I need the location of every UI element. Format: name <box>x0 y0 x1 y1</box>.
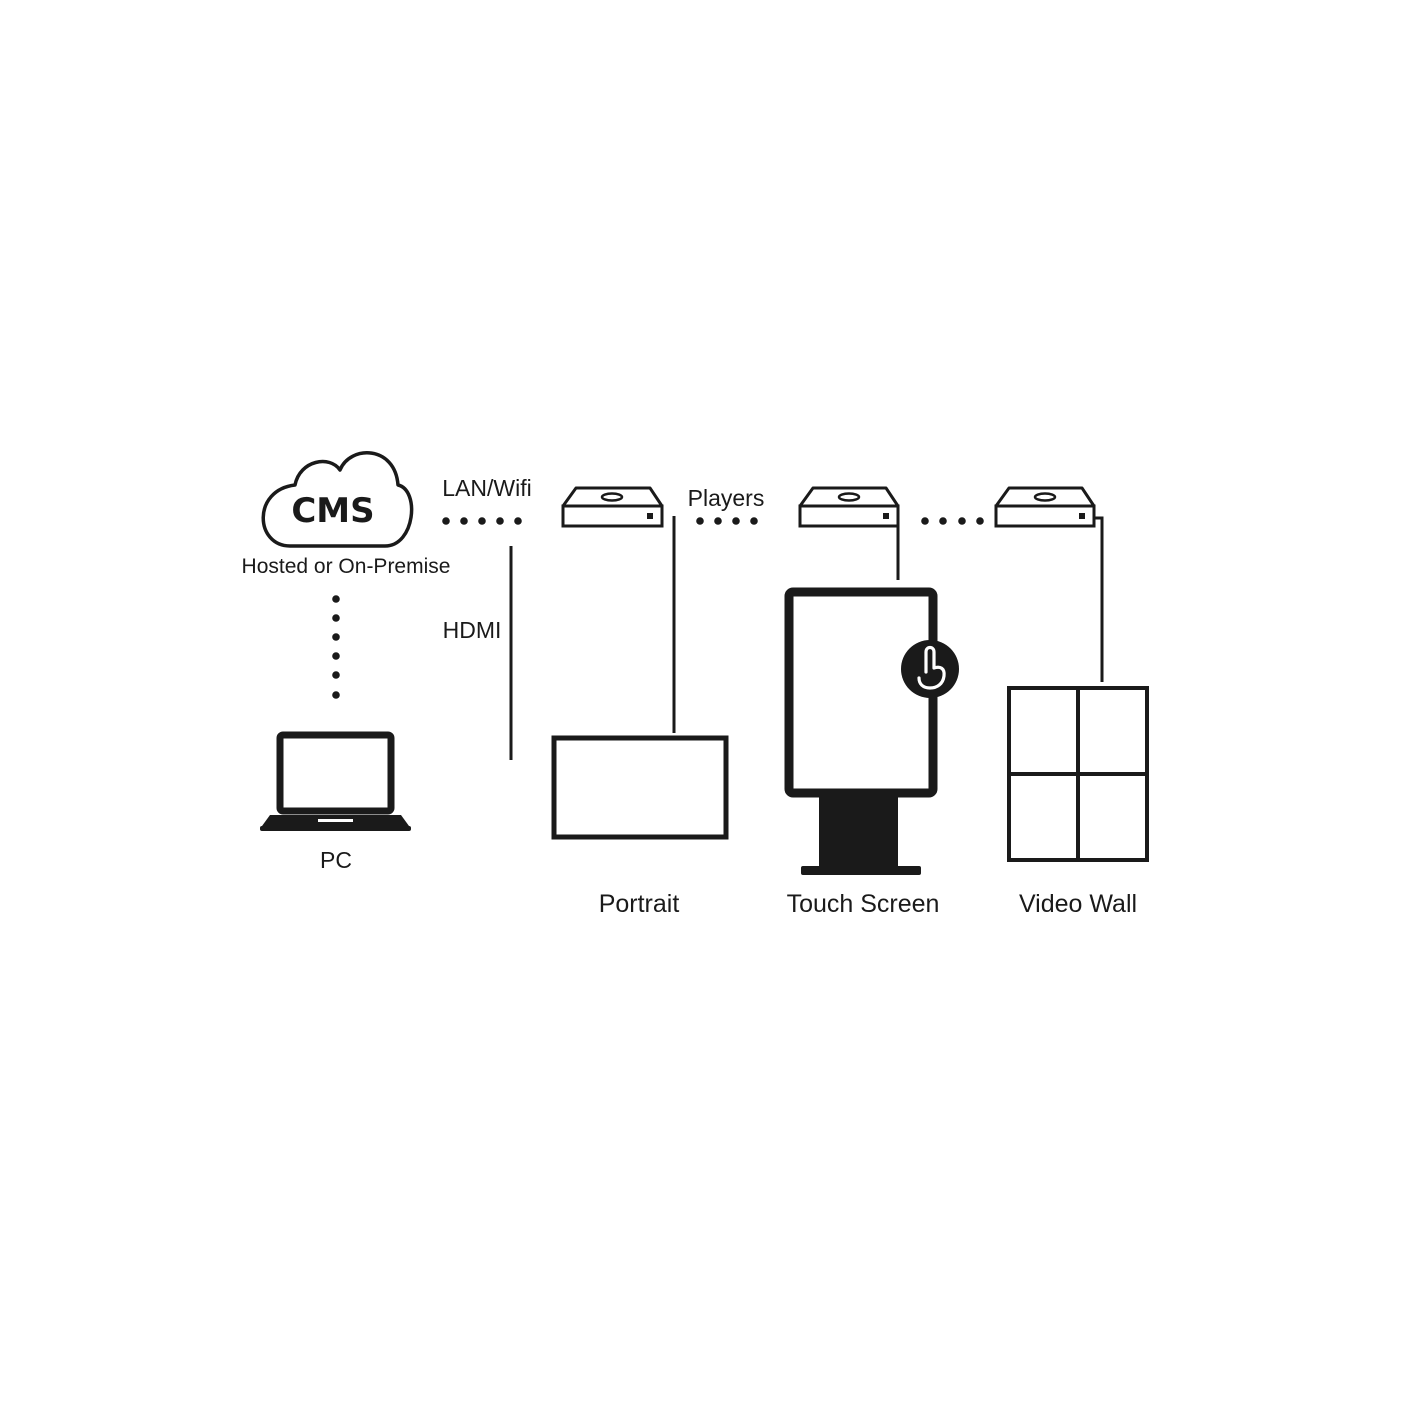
touch-hand-icon <box>901 640 959 698</box>
media-player-icon <box>561 486 664 528</box>
touch-kiosk-icon <box>784 587 938 875</box>
portrait-display-icon <box>551 735 729 840</box>
cms-cloud-icon <box>261 451 414 548</box>
players-dotted-link-2 <box>921 517 984 525</box>
player-videowall-cable <box>1094 516 1104 682</box>
players-dotted-link-1 <box>696 517 758 525</box>
cms-title: CMS <box>291 491 374 531</box>
laptop-icon <box>260 731 411 831</box>
cms-subtitle: Hosted or On-Premise <box>242 555 451 578</box>
cms-pc-dotted-link <box>332 595 340 699</box>
hdmi-label: HDMI <box>443 617 502 643</box>
touch-screen-label: Touch Screen <box>787 890 940 918</box>
lan-wifi-dotted-link <box>442 517 522 525</box>
media-player-icon <box>798 486 900 528</box>
pc-label: PC <box>320 847 352 873</box>
video-wall-label: Video Wall <box>1019 890 1137 918</box>
lan-wifi-label: LAN/Wifi <box>442 475 531 501</box>
media-player-icon <box>994 486 1096 528</box>
players-label: Players <box>688 485 765 511</box>
portrait-label: Portrait <box>599 890 680 918</box>
video-wall-icon <box>1007 686 1149 862</box>
